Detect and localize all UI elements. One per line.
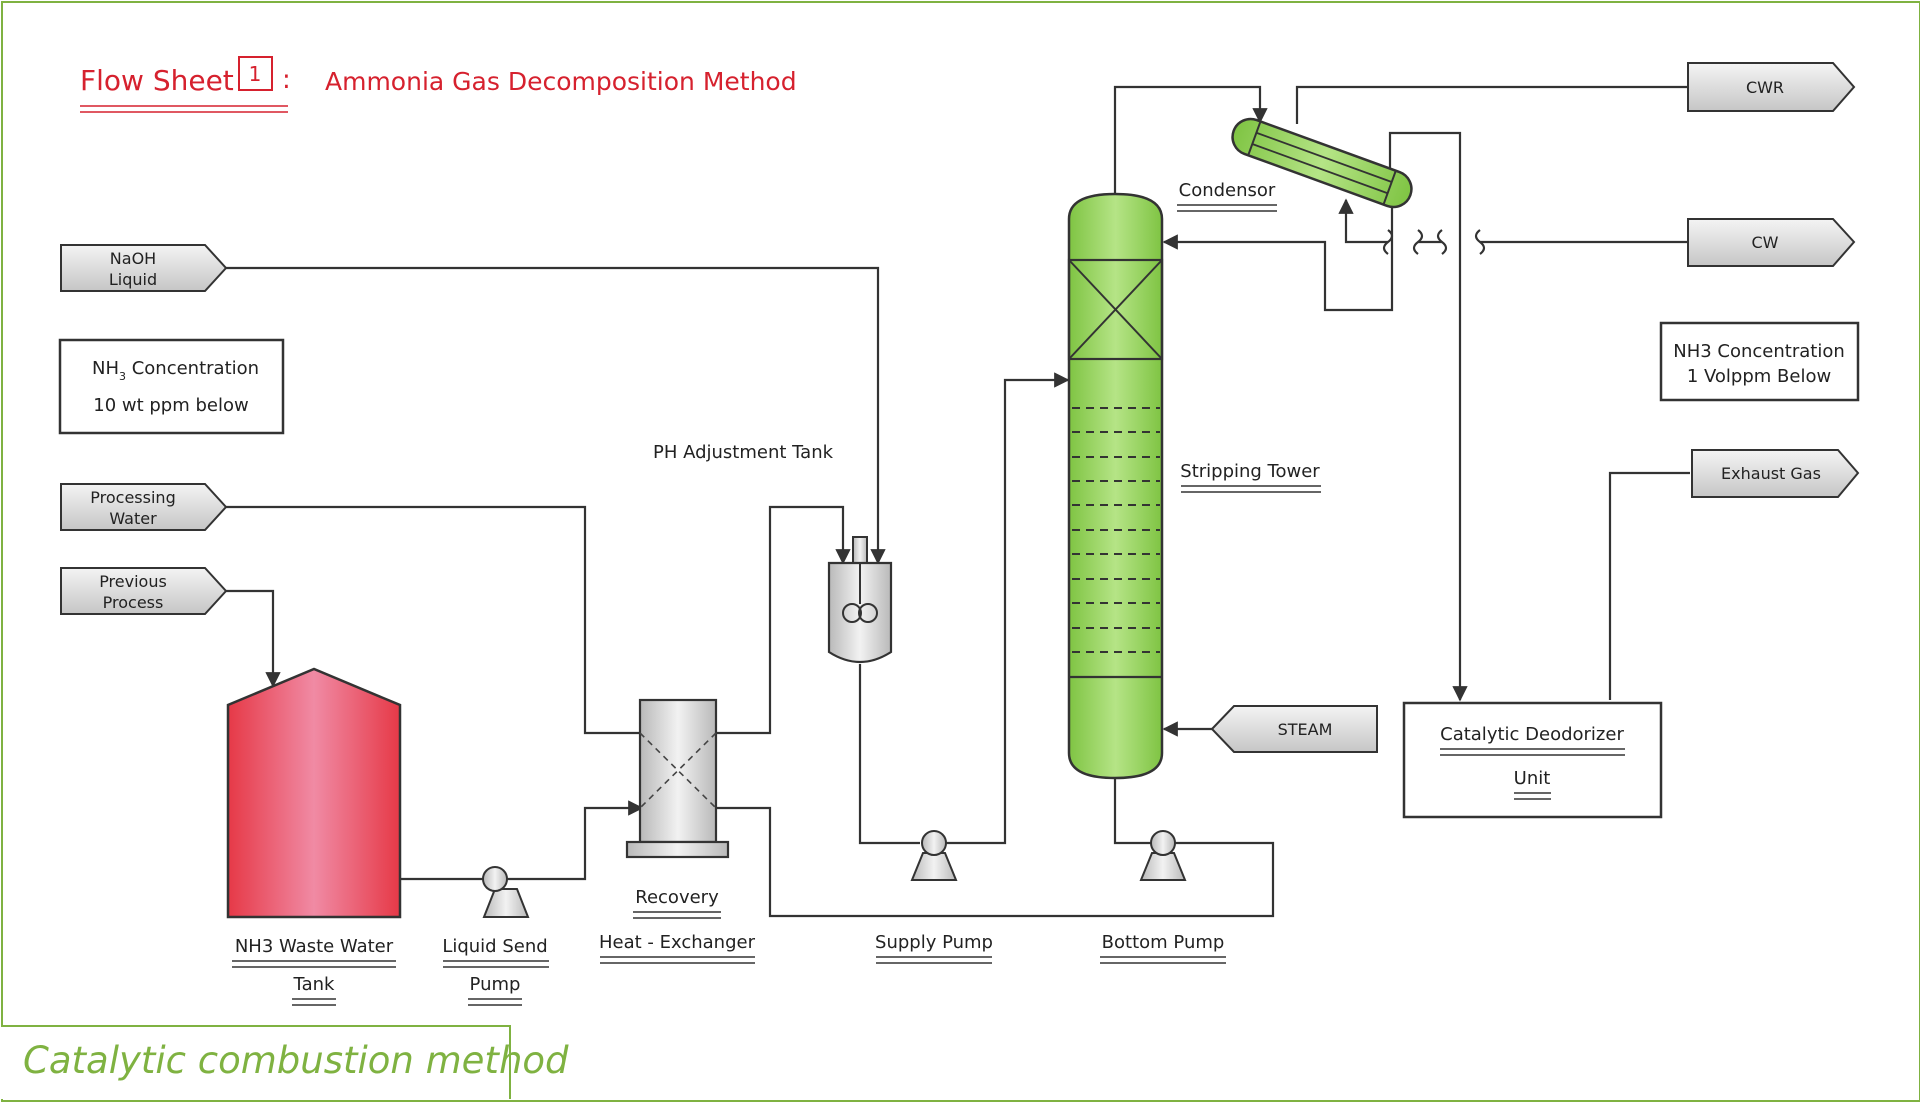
svg-text:Process: Process <box>103 593 164 612</box>
svg-text:Stripping Tower: Stripping Tower <box>1180 461 1320 482</box>
title-block: Flow Sheet 1 : Ammonia Gas Decomposition… <box>80 56 797 113</box>
cw-break-1 <box>1474 229 1486 255</box>
svg-text:CWR: CWR <box>1746 78 1784 97</box>
condensor-label: Condensor <box>1177 180 1277 212</box>
svg-text:NH3 Waste Water: NH3 Waste Water <box>235 936 394 957</box>
svg-text:Bottom Pump: Bottom Pump <box>1102 932 1225 953</box>
cw-tag: CW <box>1687 218 1856 267</box>
cwr-line <box>1295 85 1688 124</box>
previous-process-line <box>226 589 281 688</box>
bottom-return-line <box>710 806 1275 918</box>
ph-adjustment-tank <box>827 536 893 663</box>
svg-text:Supply Pump: Supply Pump <box>875 932 993 953</box>
svg-text:Recovery: Recovery <box>635 887 719 908</box>
svg-text:Unit: Unit <box>1514 768 1551 789</box>
cw-break-2 <box>1436 229 1448 255</box>
svg-text:1 Volppm Below: 1 Volppm Below <box>1687 366 1831 387</box>
sheet-number-box <box>238 56 273 91</box>
cw-break-3 <box>1412 229 1424 255</box>
bottom-pump <box>1139 830 1187 881</box>
flow-sheet-label: Flow Sheet <box>80 64 234 97</box>
piping <box>226 85 1690 918</box>
method-title: Ammonia Gas Decomposition Method <box>325 67 797 96</box>
footer-box: Catalytic combustion method <box>1 1025 569 1099</box>
processing-water-tag: Processing Water <box>60 483 228 531</box>
vapour-line <box>1113 85 1268 195</box>
recovery-heat-exchanger <box>625 698 730 859</box>
agitator-icon <box>842 603 862 623</box>
svg-text:Liquid: Liquid <box>109 270 157 289</box>
svg-text:NaOH: NaOH <box>110 249 156 268</box>
supply-pump-outlet-line <box>945 372 1070 845</box>
ph-tank-label: PH Adjustment Tank <box>653 442 834 463</box>
tower-bottom-line <box>1113 778 1152 845</box>
send-pump-outlet-line <box>506 800 644 881</box>
svg-text:Water: Water <box>109 509 157 528</box>
supply-pump-label: Supply Pump <box>875 932 993 964</box>
svg-text:Previous: Previous <box>99 572 167 591</box>
svg-text:Heat - Exchanger: Heat - Exchanger <box>599 932 756 953</box>
ph-to-pump-line <box>858 664 920 845</box>
svg-text:NH3 Concentration: NH3 Concentration <box>1673 341 1845 362</box>
cw-line-c <box>1338 198 1388 244</box>
hx-to-ph-line <box>710 505 851 735</box>
sheet-number: 1 <box>249 62 262 86</box>
svg-text:10 wt ppm below: 10 wt ppm below <box>93 395 248 416</box>
catalytic-deodorizer-unit: Catalytic Deodorizer Unit <box>1402 701 1663 819</box>
previous-process-tag: Previous Process <box>60 567 228 615</box>
reflux-line <box>1162 190 1394 312</box>
svg-text:Processing: Processing <box>90 488 175 507</box>
svg-text:Catalytic Deodorizer: Catalytic Deodorizer <box>1440 724 1624 745</box>
stripping-tower <box>1067 192 1164 780</box>
cwr-tag: CWR <box>1687 62 1856 112</box>
exhaust-line <box>1608 471 1690 700</box>
naoh-tag: NaOH Liquid <box>60 244 228 292</box>
svg-text:Exhaust Gas: Exhaust Gas <box>1721 464 1821 483</box>
footer-caption: Catalytic combustion method <box>23 1039 569 1082</box>
tank-label: NH3 Waste Water Tank <box>232 936 396 1006</box>
svg-text:Tank: Tank <box>293 974 335 995</box>
svg-text:CW: CW <box>1752 233 1779 252</box>
naoh-line <box>226 266 886 565</box>
title-colon: : <box>282 65 291 95</box>
hx-label: Recovery Heat - Exchanger <box>599 887 756 964</box>
send-pump-label: Liquid Send Pump <box>442 936 549 1006</box>
nh3-concentration-note-left: NH3 Concentration 10 wt ppm below <box>58 338 285 435</box>
exhaust-gas-tag: Exhaust Gas <box>1691 449 1860 498</box>
liquid-send-pump <box>482 866 530 918</box>
waste-water-tank <box>226 667 402 919</box>
svg-text:Condensor: Condensor <box>1179 180 1276 201</box>
svg-text:Liquid Send: Liquid Send <box>442 936 547 957</box>
steam-tag: STEAM <box>1210 705 1378 753</box>
tower-label: Stripping Tower <box>1180 461 1321 493</box>
processing-water-line <box>226 505 640 735</box>
supply-pump <box>910 830 958 881</box>
bottom-pump-label: Bottom Pump <box>1100 932 1226 964</box>
svg-text:NH3 Concentration: NH3 Concentration <box>92 358 259 383</box>
condensor <box>1231 117 1413 209</box>
nh3-concentration-note-right: NH3 Concentration 1 Volppm Below <box>1659 321 1860 402</box>
svg-text:Pump: Pump <box>470 974 521 995</box>
condensor-outlet-line <box>1388 131 1468 702</box>
svg-text:STEAM: STEAM <box>1278 720 1333 739</box>
